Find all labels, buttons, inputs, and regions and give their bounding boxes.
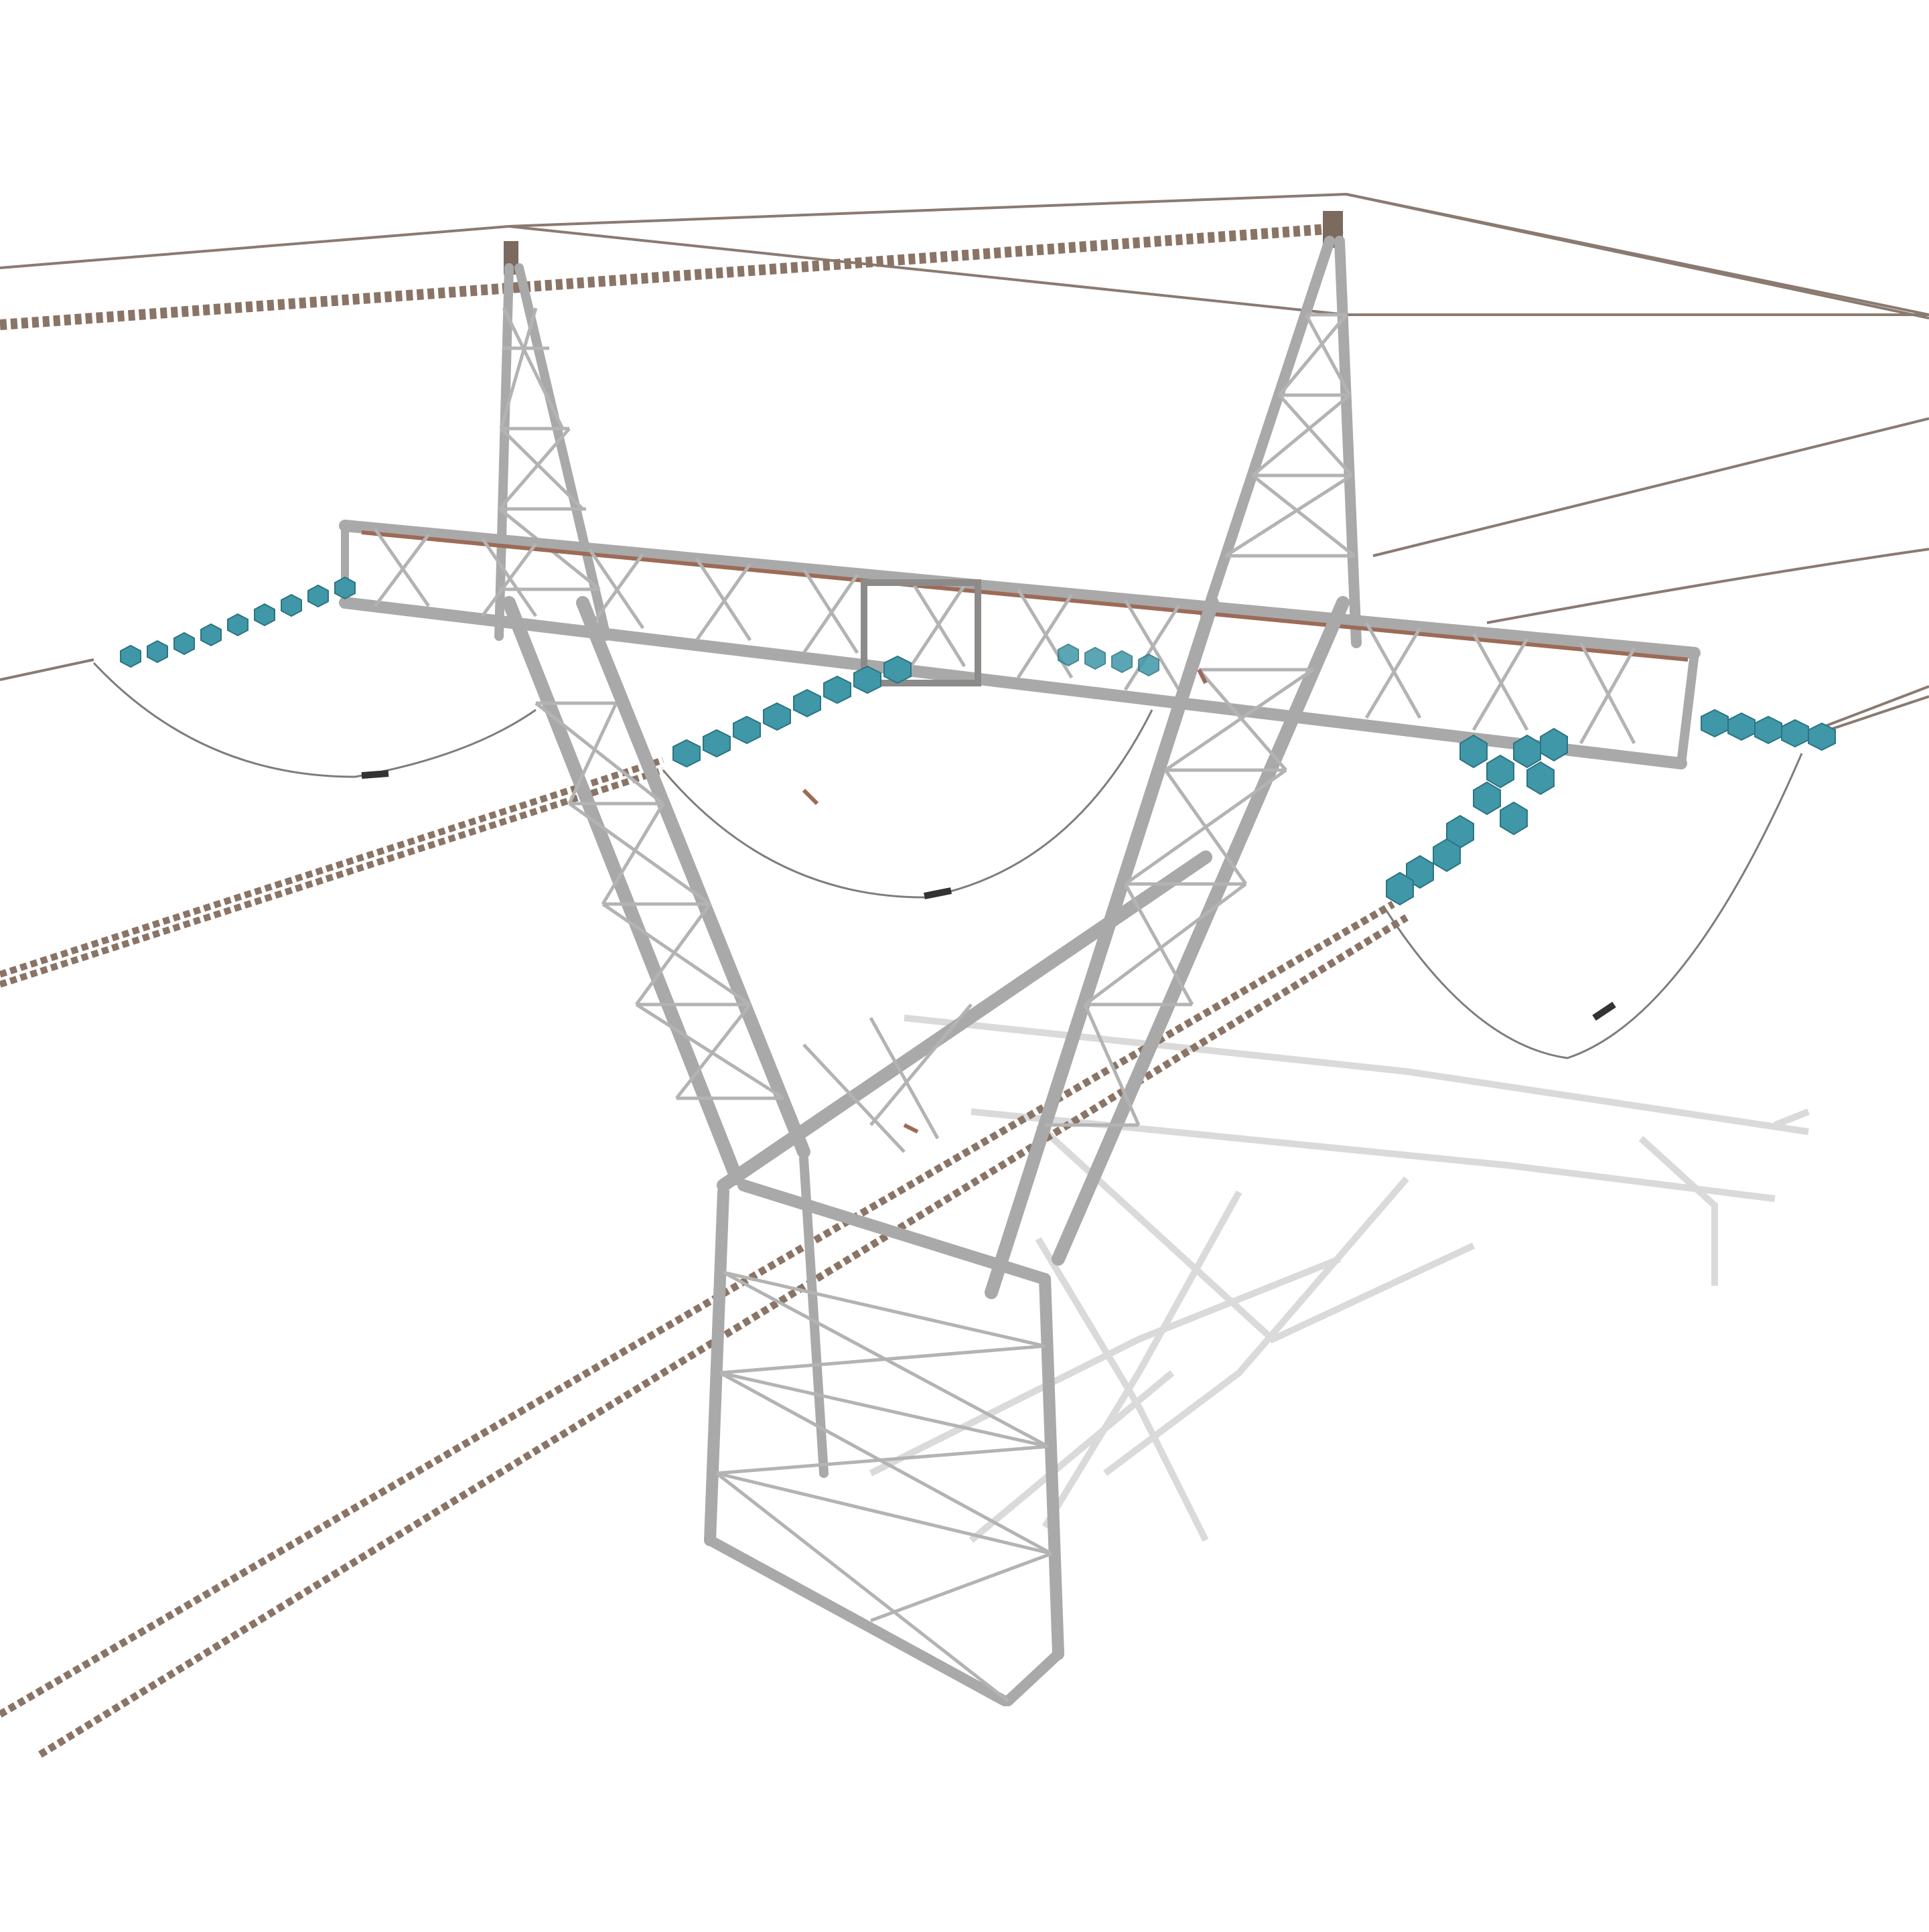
jumper-cables xyxy=(92,662,1803,1059)
earth-wires xyxy=(0,192,1929,330)
insulator-string-right xyxy=(1386,709,1836,906)
tower-body xyxy=(502,596,1350,1299)
right-peak xyxy=(1200,211,1362,648)
insulator-string-center xyxy=(1058,643,1159,677)
insulator-string-center-left xyxy=(672,655,912,768)
left-conductors xyxy=(0,658,1409,1758)
left-peak xyxy=(494,241,611,641)
tower-shadow xyxy=(869,1015,1810,1543)
right-conductors xyxy=(1372,417,1929,738)
crossarm xyxy=(339,520,1701,769)
tower-base xyxy=(704,1154,1064,1706)
insulator-string-far-left xyxy=(120,576,356,668)
